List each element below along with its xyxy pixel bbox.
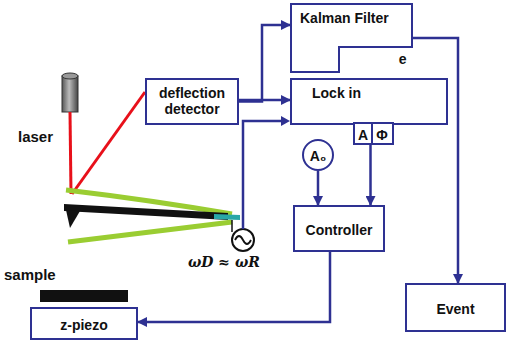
process-box: Lock inAΦ bbox=[290, 78, 448, 125]
signal-arrow bbox=[317, 171, 320, 205]
signal-arrow bbox=[239, 99, 290, 102]
node-text: Controller bbox=[306, 222, 373, 238]
cantilever bbox=[64, 204, 240, 228]
node-text: Kalman Filter bbox=[300, 10, 389, 26]
figure-label: ωD ≈ ωR bbox=[188, 254, 260, 270]
signal-arrow bbox=[413, 38, 458, 283]
figure-label: sample bbox=[4, 266, 56, 283]
laser-beam bbox=[70, 92, 145, 194]
node-text: Φ bbox=[376, 127, 388, 143]
oscillator-wire bbox=[243, 116, 290, 229]
process-box: Controller bbox=[293, 205, 385, 252]
signal-arrow bbox=[138, 252, 330, 322]
figure-label: laser bbox=[18, 128, 53, 145]
signal-arrow bbox=[369, 145, 372, 206]
process-box: e bbox=[338, 46, 413, 73]
process-box: Kalman Filter e bbox=[290, 3, 413, 73]
laser-source bbox=[62, 73, 78, 112]
process-box: z-piezo bbox=[30, 307, 138, 340]
process-box: Φ bbox=[371, 122, 394, 145]
node-text: e bbox=[399, 51, 407, 67]
sample bbox=[40, 290, 128, 302]
node-text: A₀ bbox=[310, 148, 326, 164]
node-text: Event bbox=[436, 301, 474, 317]
reference-circle: A₀ bbox=[302, 139, 334, 171]
signal-arrow bbox=[239, 25, 290, 102]
node-text: z-piezo bbox=[60, 317, 107, 333]
node-text: A bbox=[358, 127, 368, 143]
process-box: Event bbox=[405, 283, 506, 332]
node-text: Lock in bbox=[312, 85, 361, 101]
node-text: deflection detector bbox=[151, 85, 233, 117]
process-box: deflection detector bbox=[145, 78, 239, 125]
